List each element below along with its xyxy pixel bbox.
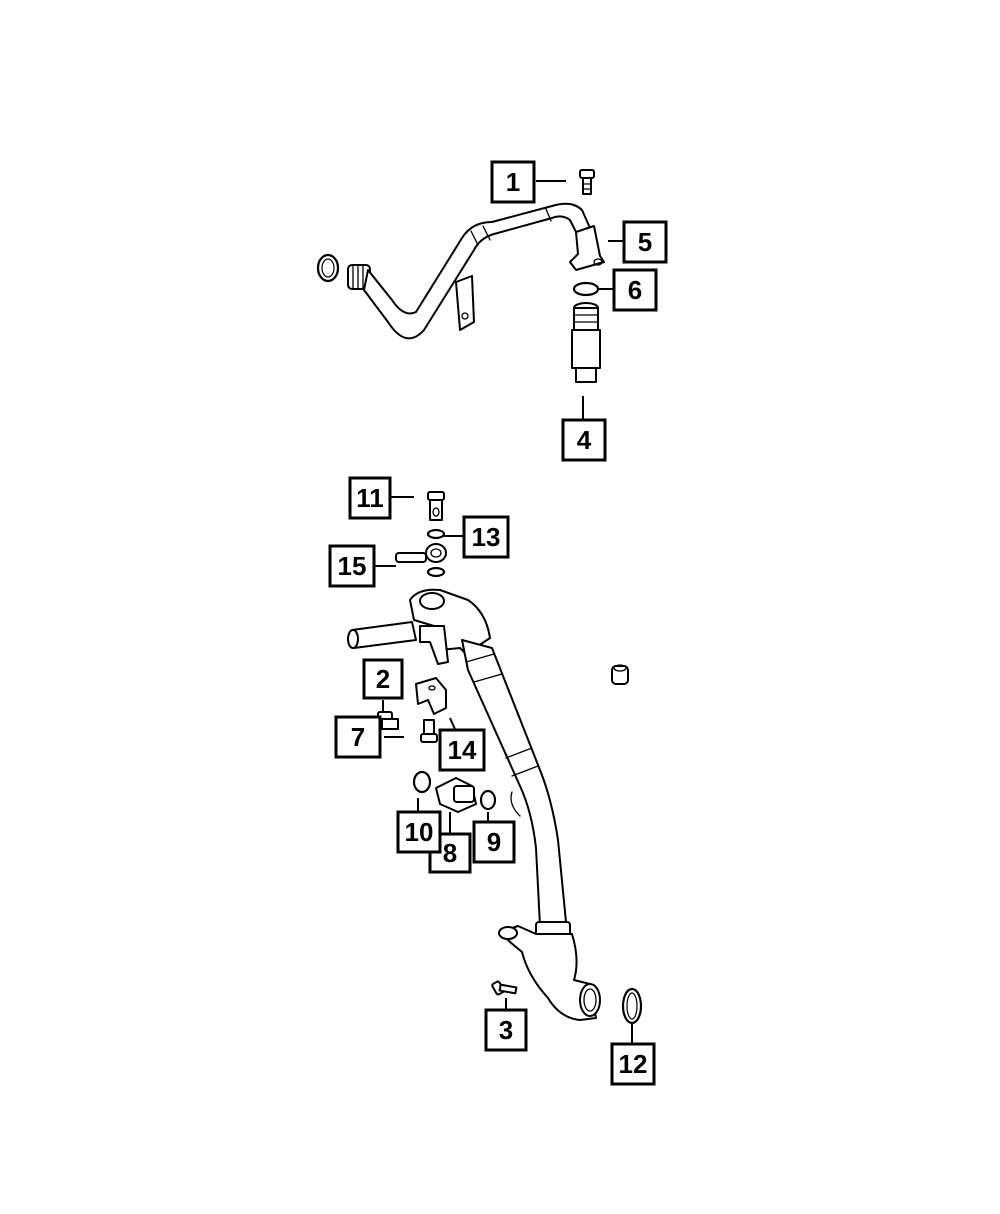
callout-12: 12 — [610, 1042, 656, 1086]
lower-y-junction — [499, 925, 597, 1021]
callout-13-label: 13 — [472, 522, 501, 552]
callout-3: 3 — [484, 1008, 528, 1052]
callout-7-label: 7 — [351, 722, 365, 752]
o-ring-upper-left — [316, 253, 340, 283]
side-inlet-pipe — [351, 621, 417, 649]
bolt-part-7 — [377, 711, 399, 730]
callout-5: 5 — [622, 220, 668, 264]
main-hose — [461, 639, 567, 927]
lower-coolant-hose-assembly — [347, 588, 601, 1021]
callout-12-label: 12 — [619, 1049, 648, 1079]
callout-11-label: 11 — [356, 483, 384, 513]
bolt-part-2 — [420, 719, 438, 743]
callout-13: 13 — [462, 515, 510, 559]
clip-part-14 — [415, 677, 447, 715]
tube-threaded-end — [347, 264, 371, 290]
o-ring-part-12 — [621, 987, 643, 1025]
fitting-part-4 — [571, 302, 601, 383]
banjo-bolt-part-11 — [427, 491, 445, 521]
o-ring-part-6 — [572, 281, 600, 297]
bolt-part-1 — [579, 169, 595, 195]
callout-5-label: 5 — [638, 227, 652, 257]
tube-flange — [569, 225, 605, 271]
o-ring-part-10 — [412, 770, 432, 794]
housing-bracket — [419, 625, 449, 665]
callout-1-label: 1 — [506, 167, 520, 197]
callout-6: 6 — [612, 268, 658, 312]
callout-15-label: 15 — [338, 551, 367, 581]
callout-2-label: 2 — [376, 664, 390, 694]
callout-15: 15 — [328, 544, 376, 588]
washer-part-13-upper — [426, 528, 446, 540]
callout-7: 7 — [334, 715, 382, 759]
bolt-part-3 — [491, 980, 518, 996]
o-ring-part-9 — [479, 789, 497, 811]
callout-2: 2 — [362, 658, 404, 700]
callout-8-label: 8 — [443, 838, 457, 868]
callout-10-label: 10 — [405, 817, 434, 847]
callout-3-label: 3 — [499, 1015, 513, 1045]
callout-4: 4 — [561, 418, 607, 462]
upper-coolant-tube — [363, 202, 591, 340]
callout-10: 10 — [396, 810, 442, 854]
leader-lines — [374, 180, 633, 1044]
fitting-part-8 — [435, 777, 477, 813]
callout-4-label: 4 — [577, 425, 592, 455]
banjo-fitting-part-15 — [395, 543, 447, 563]
callout-9-label: 9 — [487, 827, 501, 857]
callout-11: 11 — [348, 476, 392, 520]
nut — [611, 664, 629, 685]
tube-mounting-bracket — [455, 275, 475, 331]
callout-1: 1 — [490, 160, 536, 204]
callout-14: 14 — [438, 728, 486, 772]
callout-14-label: 14 — [448, 735, 477, 765]
callout-6-label: 6 — [628, 275, 642, 305]
upper-tube-assembly — [316, 202, 605, 340]
washer-part-13-lower — [426, 566, 446, 578]
callout-9: 9 — [472, 820, 516, 864]
